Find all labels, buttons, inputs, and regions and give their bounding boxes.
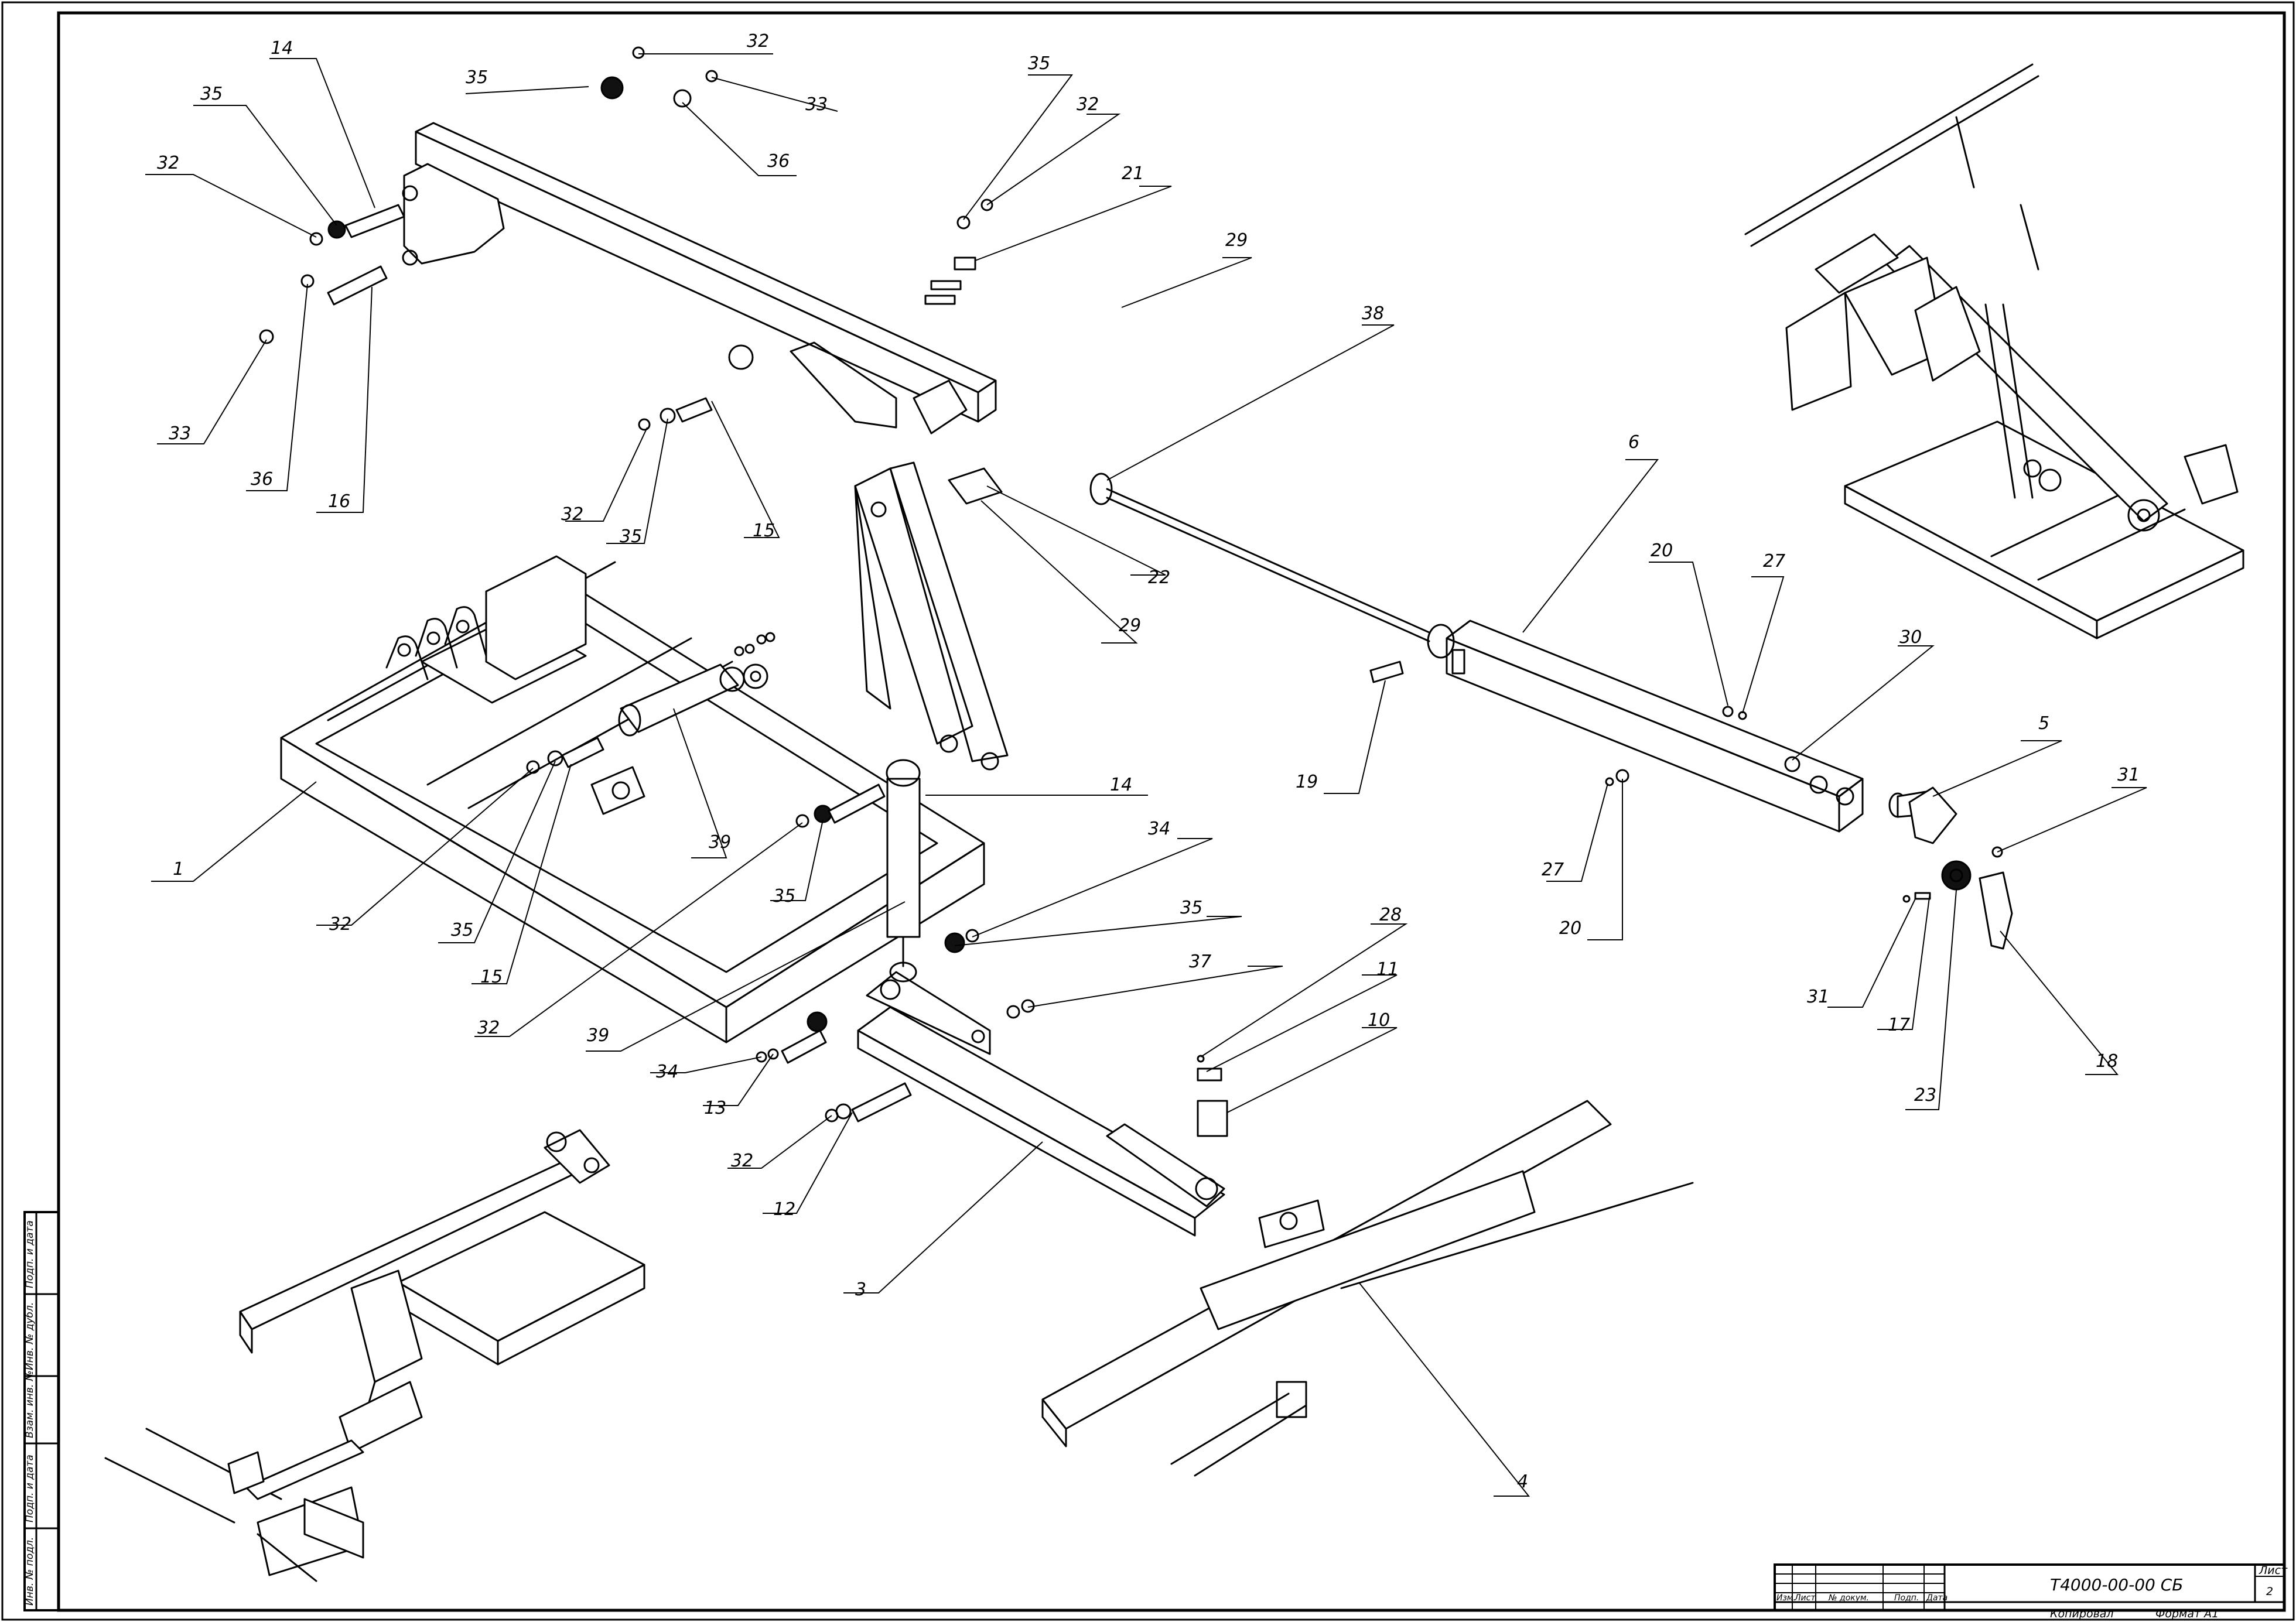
assembly-view-bottom-left <box>104 1129 645 1582</box>
top-left-hardware <box>259 46 1404 683</box>
callout-39-upper: 39 <box>709 832 731 853</box>
middle-hardware <box>526 706 1800 1137</box>
callout-20-lower: 20 <box>1559 918 1581 939</box>
main-arm-beam <box>402 122 997 434</box>
part-6-right-beam <box>1446 620 1864 833</box>
side-stamp-field-2: Инв. № дубл. <box>24 1302 36 1370</box>
callout-1: 1 <box>173 859 184 880</box>
callout-27-upper: 27 <box>1763 551 1785 572</box>
callout-29-top: 29 <box>1225 230 1248 251</box>
callout-28: 28 <box>1379 905 1402 925</box>
format-label: Формат А1 <box>2155 1607 2219 1620</box>
copied-by-label: Копировал <box>2050 1607 2114 1620</box>
callout-36-top: 36 <box>767 151 790 172</box>
arm-bracket-plate <box>854 461 1009 771</box>
callout-35-middle: 35 <box>773 886 795 906</box>
callout-39-lower: 39 <box>587 1025 609 1046</box>
title-header-change: Изм. <box>1776 1593 1796 1603</box>
callout-32-lower: 32 <box>731 1151 753 1171</box>
callout-32-upper-left: 32 <box>157 153 179 173</box>
sheet-label: Лист <box>2259 1564 2288 1577</box>
callout-19: 19 <box>1296 772 1318 792</box>
callout-14-lower: 14 <box>1110 775 1132 795</box>
callout-35-cylinder: 35 <box>1180 898 1202 918</box>
sheet-number: 2 <box>2266 1585 2273 1598</box>
title-header-sheet: Лист <box>1794 1593 1816 1603</box>
callout-35-upper-left: 35 <box>200 84 223 104</box>
callout-34-lower: 34 <box>656 1062 678 1082</box>
callout-15-lower: 15 <box>480 967 503 987</box>
callout-22: 22 <box>1148 567 1170 588</box>
callout-38: 38 <box>1362 303 1384 324</box>
callout-27-lower: 27 <box>1542 860 1564 880</box>
callout-17: 17 <box>1888 1015 1910 1035</box>
callout-23: 23 <box>1914 1085 1936 1106</box>
part-4-crossbeam <box>1041 1100 1694 1477</box>
callout-34-upper: 34 <box>1148 819 1170 839</box>
callout-32-middle-left: 32 <box>561 504 583 525</box>
callout-30: 30 <box>1899 627 1922 648</box>
part-3-lower-arm <box>857 971 1225 1237</box>
callout-35-top: 35 <box>466 67 488 88</box>
callout-18: 18 <box>2096 1051 2118 1072</box>
callout-33-left: 33 <box>169 423 191 444</box>
callout-32-lower-middle: 32 <box>477 1018 500 1038</box>
callout-12: 12 <box>773 1199 795 1220</box>
callout-13: 13 <box>704 1098 726 1118</box>
callout-32-top-middle: 32 <box>1077 94 1099 115</box>
callout-32-base-left: 32 <box>329 914 351 935</box>
callout-29-middle: 29 <box>1119 615 1141 636</box>
callout-35-base-left: 35 <box>451 920 473 940</box>
part-1-base-frame <box>280 555 985 1043</box>
callout-33-top: 33 <box>805 94 828 115</box>
callout-10: 10 <box>1368 1010 1390 1031</box>
callout-5: 5 <box>2038 713 2049 734</box>
side-stamp-field-1: Подп. и дата <box>24 1220 36 1288</box>
callout-37: 37 <box>1189 952 1211 972</box>
side-stamp-field-5: Инв. № подл. <box>24 1537 36 1606</box>
part-39-upper-cylinder <box>618 632 775 737</box>
callout-15-upper: 15 <box>753 521 775 541</box>
side-stamp-field-3: Взам. инв. № <box>24 1371 36 1438</box>
callout-32-top: 32 <box>747 31 769 52</box>
title-block: Изм. Лист № докум. Подп. Дата Т4000-00-0… <box>1774 1563 2288 1620</box>
side-stamp-field-4: Подп. и дата <box>24 1455 36 1522</box>
callout-36-left: 36 <box>251 469 273 490</box>
side-stamp: Подп. и дата Инв. № дубл. Взам. инв. № П… <box>23 1211 60 1611</box>
callout-3: 3 <box>855 1279 866 1300</box>
callout-11: 11 <box>1376 959 1399 980</box>
assembly-view-top-right <box>1744 63 2244 639</box>
leader-lines <box>145 53 2147 1497</box>
title-header-signature: Подп. <box>1894 1593 1919 1603</box>
title-header-date: Дата <box>1926 1593 1948 1603</box>
callout-16: 16 <box>328 491 350 512</box>
callout-6: 6 <box>1628 432 1639 453</box>
callout-31-upper: 31 <box>2117 765 2140 785</box>
part-38-rod <box>1089 473 1455 659</box>
title-header-document: № докум. <box>1828 1593 1869 1603</box>
callout-35-top-middle: 35 <box>1028 53 1050 74</box>
callout-20-upper: 20 <box>1651 540 1673 561</box>
drawing-frame <box>57 11 2286 1612</box>
callout-14-upper-pin: 14 <box>271 38 293 59</box>
right-linkage-parts <box>1888 786 2013 950</box>
drawing-designation: Т4000-00-00 СБ <box>2050 1575 2184 1594</box>
callout-4: 4 <box>1517 1472 1528 1492</box>
callout-31-lower: 31 <box>1807 987 1829 1007</box>
callout-labels: 14 35 32 33 36 16 35 32 33 36 35 32 21 2… <box>157 31 2140 1492</box>
callout-21: 21 <box>1122 163 1144 184</box>
callout-35-middle-left: 35 <box>620 526 642 547</box>
vertical-hydraulic-cylinder <box>886 759 921 983</box>
